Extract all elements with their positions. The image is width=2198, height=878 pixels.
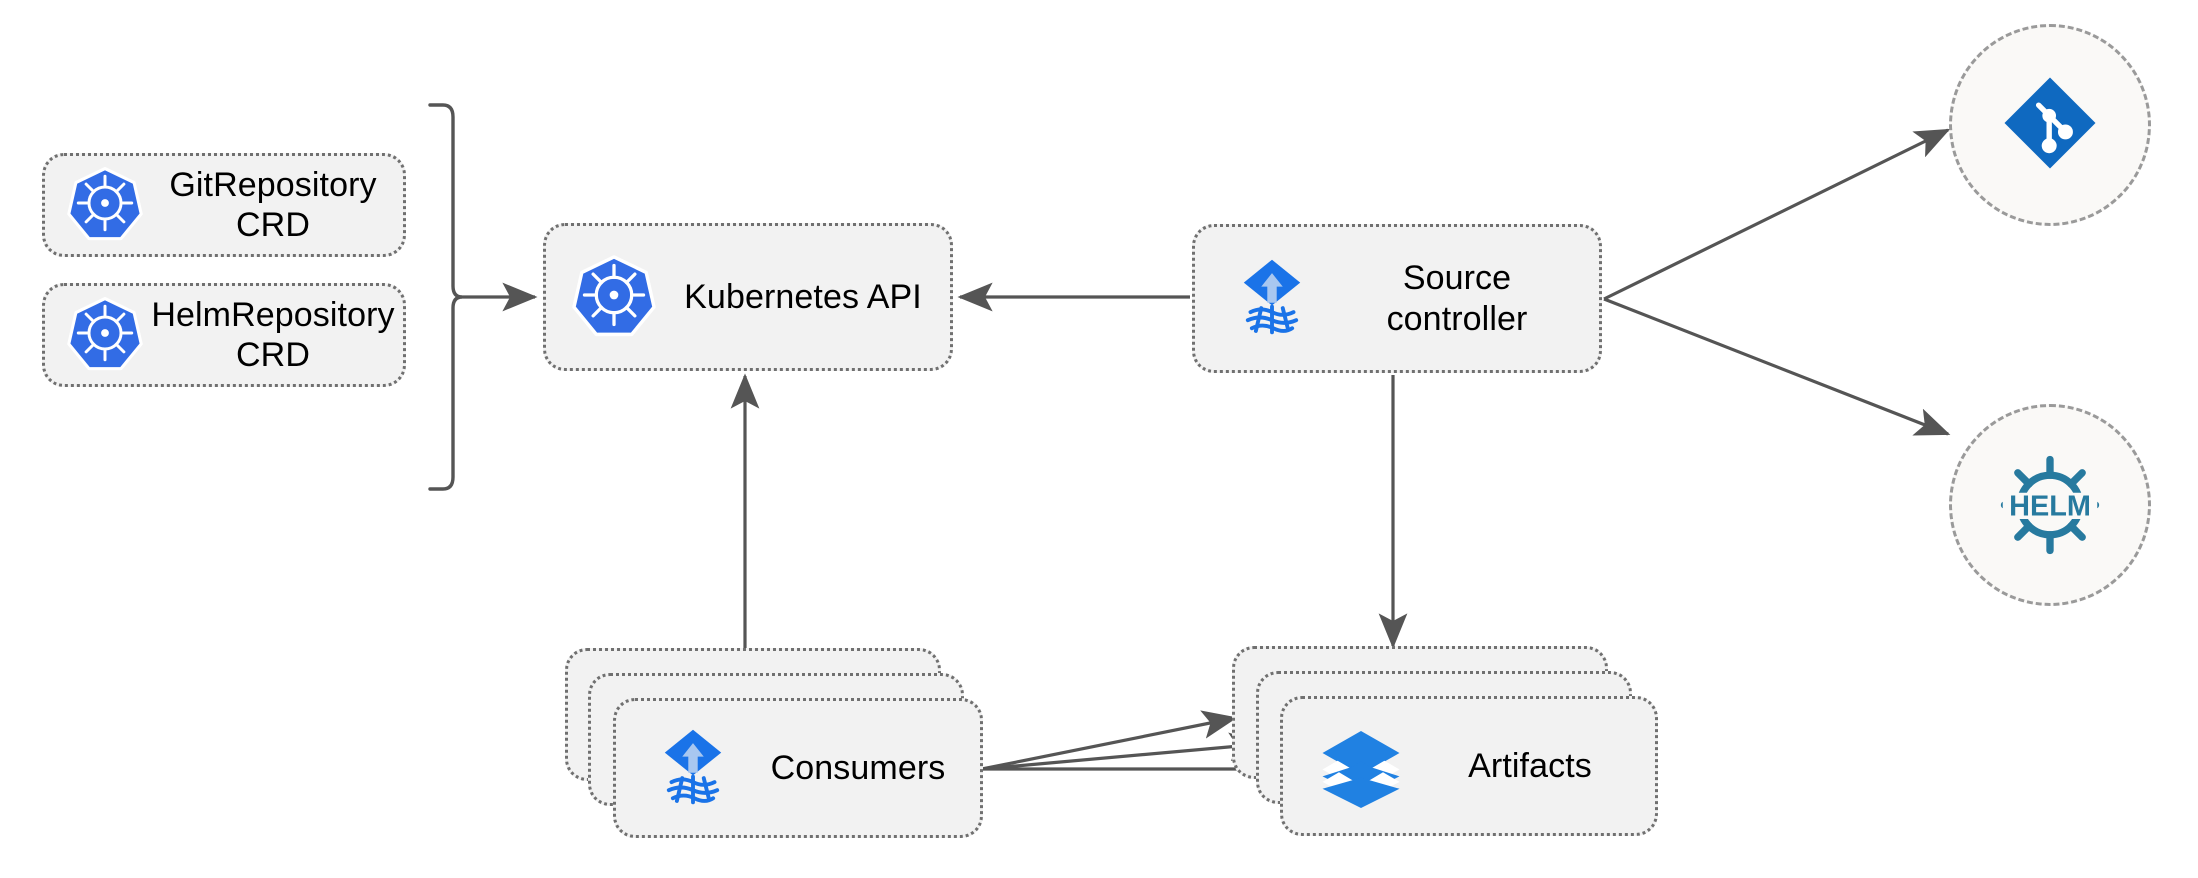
node-git-repository-crd[interactable]: GitRepository CRD (42, 153, 406, 257)
node-kubernetes-api[interactable]: Kubernetes API (543, 223, 953, 371)
kubernetes-icon (67, 295, 143, 376)
helm-icon: HELM (1994, 449, 2106, 561)
node-label: HelmRepository CRD (151, 295, 395, 374)
node-artifacts[interactable]: Artifacts (1280, 696, 1658, 836)
edge-consumers-to-artifacts-2 (981, 732, 1265, 771)
edge-source-controller-to-git (1603, 128, 1951, 301)
edge-source-controller-to-helm (1603, 297, 1951, 436)
endpoint-helm[interactable]: HELM (1949, 404, 2151, 606)
node-source-controller[interactable]: Source controller (1192, 224, 1602, 373)
layers-icon (1317, 720, 1405, 813)
node-label: Kubernetes API (684, 277, 922, 316)
kubernetes-icon (67, 165, 143, 246)
kubernetes-icon (572, 253, 656, 342)
node-label: Consumers (770, 748, 946, 787)
flux-source-icon (1229, 253, 1315, 344)
flux-source-icon (650, 723, 736, 814)
helm-wordmark: HELM (2009, 491, 2091, 523)
endpoint-git[interactable] (1949, 24, 2151, 226)
node-label: GitRepository CRD (169, 165, 377, 244)
git-icon (1998, 71, 2102, 180)
crd-group-bracket (428, 103, 463, 491)
node-helm-repository-crd[interactable]: HelmRepository CRD (42, 283, 406, 387)
node-label: Artifacts (1468, 746, 1592, 785)
node-consumers[interactable]: Consumers (613, 698, 983, 838)
node-label: Source controller (1386, 259, 1528, 338)
edge-consumers-to-artifacts-1 (981, 710, 1238, 771)
